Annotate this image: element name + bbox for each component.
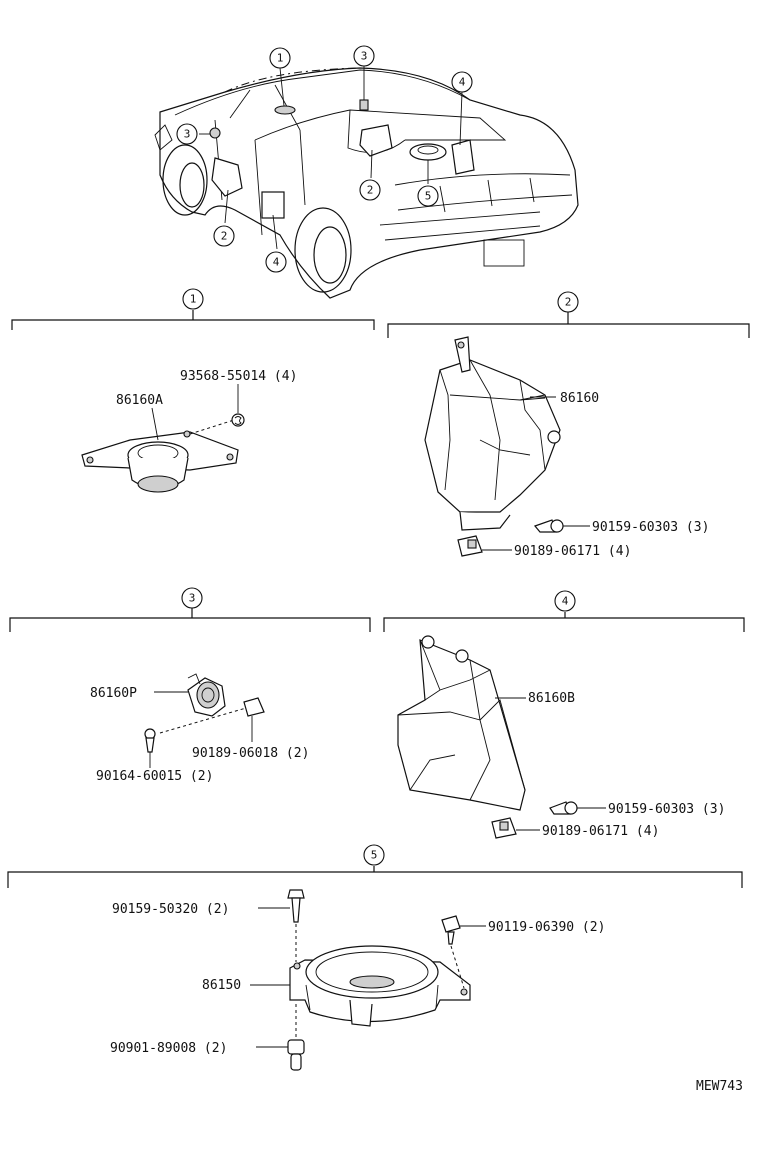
callout-3-overview-right: 3 [353, 45, 375, 67]
speaker-box-86160-illustration [424, 336, 561, 531]
svg-text:4: 4 [459, 76, 466, 89]
screw-90159-60303-illustration-a [533, 519, 590, 533]
part-label-90189-06171-a: 90189-06171 (4) [514, 544, 631, 559]
section-4-header: 4 [562, 595, 569, 608]
screw-90119-06390-illustration [441, 915, 486, 989]
section-1-bracket: 1 [11, 288, 375, 330]
svg-text:1: 1 [277, 52, 284, 65]
nut-93568-55014-illustration [231, 384, 245, 427]
callout-4-overview-left: 4 [265, 251, 287, 273]
section-5-bracket: 5 [7, 844, 743, 888]
svg-text:3: 3 [361, 50, 368, 63]
clip-90189-06171-illustration-b [491, 817, 540, 839]
part-label-86160a: 86160A [116, 393, 163, 408]
part-label-90901-89008: 90901-89008 (2) [110, 1041, 227, 1056]
part-label-86160b: 86160B [528, 691, 575, 706]
part-label-90159-60303-b: 90159-60303 (3) [608, 802, 725, 817]
callout-1-overview: 1 [269, 47, 291, 69]
svg-text:3: 3 [184, 128, 191, 141]
part-label-86150: 86150 [202, 978, 241, 993]
part-label-90189-06171-b: 90189-06171 (4) [542, 824, 659, 839]
part-label-90189-06018: 90189-06018 (2) [192, 746, 309, 761]
clip-90189-06018-illustration [243, 697, 265, 742]
part-label-90159-50320: 90159-50320 (2) [112, 902, 229, 917]
part-label-90159-60303-a: 90159-60303 (3) [592, 520, 709, 535]
speaker-box-86160b-illustration [397, 635, 526, 811]
section-5-header: 5 [371, 849, 378, 862]
bolt-90159-50320-illustration [258, 889, 305, 962]
section-3-header: 3 [189, 592, 196, 605]
section-2-bracket: 2 [387, 291, 750, 338]
section-1-header: 1 [190, 293, 197, 306]
svg-text:5: 5 [425, 190, 432, 203]
section-3-bracket: 3 [9, 587, 371, 632]
part-label-86160: 86160 [560, 391, 599, 406]
part-label-90164-60015: 90164-60015 (2) [96, 769, 213, 784]
callout-3-overview-left: 3 [176, 123, 198, 145]
speaker-86160a-illustration [81, 419, 239, 493]
part-label-90119-06390: 90119-06390 (2) [488, 920, 605, 935]
svg-text:2: 2 [367, 184, 374, 197]
car-overview-illustration [154, 65, 579, 299]
leader-86160a [151, 407, 159, 441]
callout-4-overview-right: 4 [451, 71, 473, 93]
callout-2-overview-left: 2 [213, 225, 235, 247]
svg-text:2: 2 [221, 230, 228, 243]
section-2-header: 2 [565, 296, 572, 309]
svg-text:4: 4 [273, 256, 280, 269]
callout-2-overview-right: 2 [359, 179, 381, 201]
cushion-90901-89008-illustration [256, 1004, 305, 1071]
callout-5-overview: 5 [417, 185, 439, 207]
speaker-86150-illustration [289, 945, 471, 1027]
screw-90164-60015-illustration [144, 728, 156, 768]
tweeter-86160p-illustration [159, 673, 247, 734]
part-label-93568-55014: 93568-55014 (4) [180, 369, 297, 384]
screw-90159-60303-illustration-b [549, 801, 606, 815]
section-4-bracket: 4 [383, 590, 745, 632]
part-label-86160p: 86160P [90, 686, 137, 701]
drawing-code: MEW743 [696, 1079, 743, 1094]
clip-90189-06171-illustration-a [457, 535, 512, 557]
